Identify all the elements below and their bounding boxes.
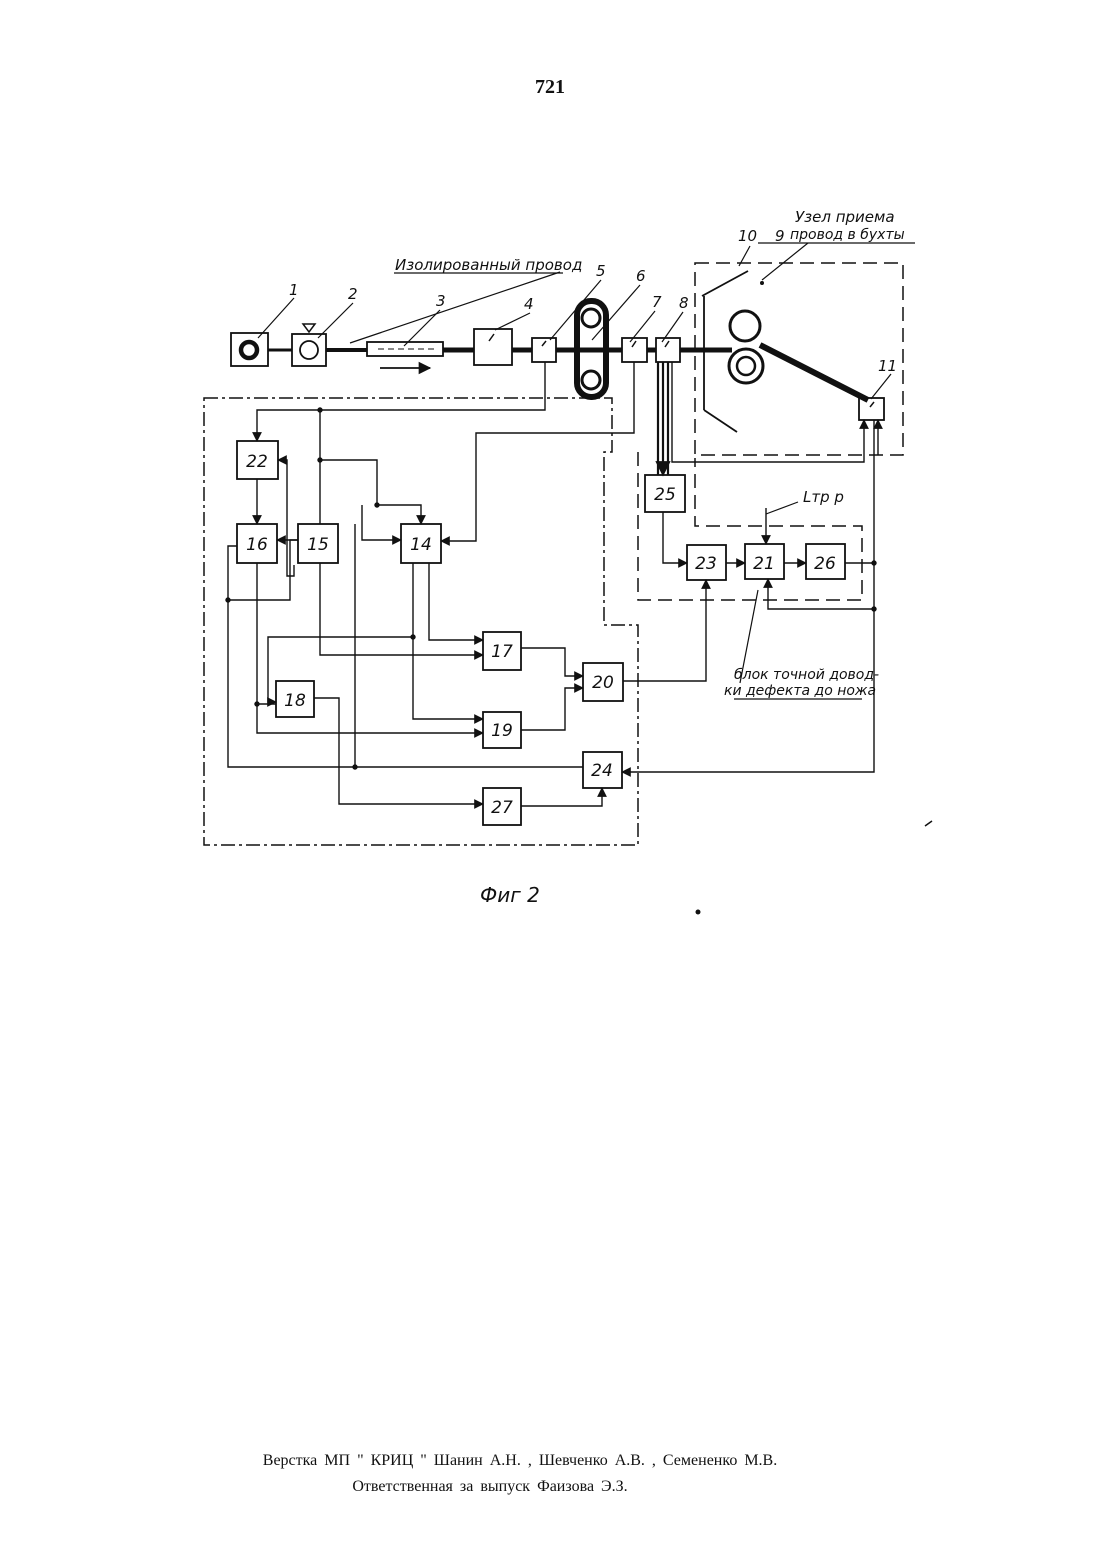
footer-credits: Верстка МП " КРИЦ " Шанин А.Н. , Шевченк… [0, 1452, 1070, 1470]
block-diagram: 22 16 15 14 17 20 18 19 24 27 25 23 21 2… [0, 0, 1100, 1000]
block-17-label: 17 [491, 642, 513, 662]
extruder-block-2 [292, 334, 326, 366]
callout-11: 11 [878, 357, 897, 375]
block-27-label: 27 [491, 798, 513, 818]
precise-block-label-1: блок точной довод- [734, 667, 879, 683]
footer-responsible: Ответственная за выпуск Фаизова Э.З. [0, 1478, 1040, 1496]
receiver-boundary [695, 263, 903, 455]
extruder-die-icon [300, 341, 318, 359]
block-19-label: 19 [491, 721, 513, 741]
wire-path [268, 345, 868, 400]
receiver-label-2: провод в бухты [790, 227, 905, 243]
block-7 [622, 338, 647, 362]
payoff-block-1 [231, 333, 268, 366]
block-11 [859, 398, 884, 420]
callout-8: 8 [679, 294, 689, 312]
take-up-spool-bottom [729, 349, 763, 383]
take-up-spool-top [730, 311, 760, 341]
figure-caption: Фиг 2 [480, 883, 540, 907]
block-20-label: 20 [592, 673, 614, 693]
block-15-label: 15 [307, 535, 329, 555]
callout-7: 7 [652, 293, 662, 311]
callout-9: 9 [775, 227, 785, 245]
block-22-label: 22 [246, 452, 268, 472]
block-18-label: 18 [284, 691, 306, 711]
wire-label: Изолированный провод [395, 256, 582, 274]
callout-3: 3 [436, 292, 446, 310]
block-23-label: 23 [695, 554, 717, 574]
precise-block-label-2: ки дефекта до ножа [724, 683, 876, 699]
receiver-label-1: Узел приема [795, 208, 895, 226]
block-16-label: 16 [246, 535, 268, 555]
block-5 [532, 338, 556, 362]
block-25-label: 25 [654, 485, 676, 505]
callout-4: 4 [524, 295, 534, 313]
block-14-label: 14 [410, 535, 432, 555]
control-boundary [204, 398, 638, 845]
block-21-label: 21 [753, 554, 775, 574]
extruder-hopper-icon [303, 324, 315, 332]
payoff-spool-icon [241, 342, 257, 358]
block-24-label: 24 [591, 761, 613, 781]
block-26-label: 26 [814, 554, 836, 574]
callout-1: 1 [289, 281, 299, 299]
callout-10: 10 [738, 227, 757, 245]
callout-6: 6 [636, 267, 646, 285]
callout-2: 2 [348, 285, 358, 303]
callout-5: 5 [596, 262, 606, 280]
signal-lines [226, 362, 878, 806]
ltr-label: Lтр р [803, 488, 844, 506]
